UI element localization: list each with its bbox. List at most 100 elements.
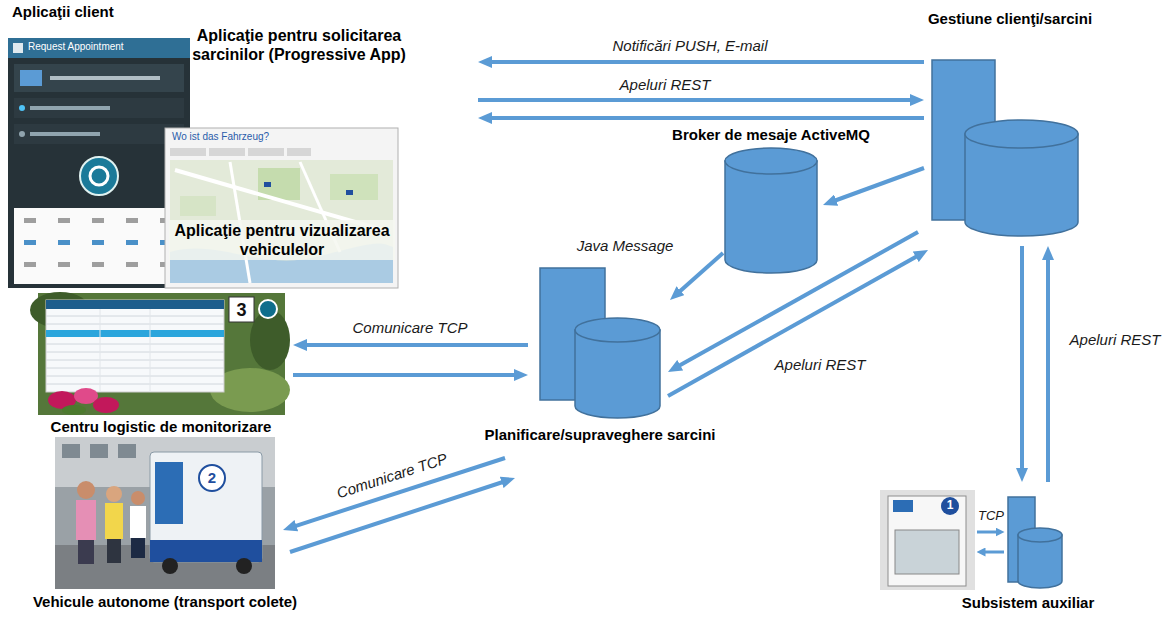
server-icon [575, 330, 660, 418]
phone-screenshot [30, 106, 110, 110]
callout-number: 3 [236, 299, 246, 320]
tcp-arrows [981, 551, 1004, 554]
phone-screenshot [90, 167, 108, 185]
connector-label: Java Message [574, 237, 677, 255]
monitoring-photo [229, 297, 254, 322]
monitoring-photo [46, 368, 224, 369]
phone-screenshot [126, 240, 138, 245]
map-screenshot [209, 148, 245, 156]
vehicle-photo [77, 481, 95, 499]
vehicle-photo [131, 538, 145, 558]
vehicle-photo [106, 486, 122, 502]
node-label: Aplicaţie pentru vizualizarea vehiculelo… [169, 220, 395, 260]
callout-number: 2 [208, 469, 216, 486]
screen-text: Request Appointment [28, 41, 124, 53]
node-label: Planificare/supraveghere sarcini [485, 426, 716, 444]
arrow-connector [486, 60, 924, 64]
arrow-connector [1020, 246, 1024, 474]
map-screenshot [330, 174, 378, 200]
phone-screenshot [126, 218, 138, 223]
monitoring-photo [46, 344, 224, 345]
phone-screenshot [24, 218, 36, 223]
vehicle-photo [107, 539, 121, 563]
server-icon [575, 318, 660, 342]
phone-screenshot [30, 132, 100, 136]
database-cylinder [725, 161, 817, 273]
phone-screenshot [80, 157, 118, 195]
server-icon [965, 120, 1078, 148]
phone-screenshot [8, 38, 190, 58]
connector-label: Apeluri REST [772, 356, 869, 374]
phone-screenshot [14, 124, 184, 144]
screen-text: Wo ist das Fahrzeug? [172, 131, 269, 143]
monitoring-photo [250, 310, 290, 370]
vehicle-photo [76, 500, 96, 540]
vehicle-photo [150, 452, 262, 562]
vehicle-photo [118, 444, 136, 458]
server-icon [1018, 528, 1062, 542]
phone-screenshot [14, 98, 184, 118]
monitoring-photo [46, 376, 224, 377]
vehicle-photo [236, 558, 252, 574]
phone-screenshot [19, 105, 25, 111]
phone-screenshot [13, 43, 23, 53]
node-label: Broker de mesaje ActiveMQ [672, 126, 870, 144]
tcp-arrows [977, 532, 1004, 552]
vehicle-photo [162, 558, 178, 574]
arrow-connector [293, 373, 520, 377]
monitoring-photo [100, 309, 101, 392]
monitoring-photo [46, 360, 224, 361]
node-label: Aplicaţii client [12, 3, 114, 21]
map-screenshot [287, 148, 311, 156]
map-screenshot [346, 190, 353, 195]
phone-screenshot [58, 262, 70, 267]
vehicle-photo [131, 491, 145, 505]
vehicle-photo [55, 437, 275, 589]
monitoring-photo [46, 316, 224, 317]
node-label: Centru logistic de monitorizare [51, 418, 272, 436]
phone-screenshot [58, 240, 70, 245]
server-icon [965, 134, 1078, 236]
subsystem-photo [895, 530, 959, 574]
subsystem-photo [880, 490, 975, 590]
app-screenshot: Aplicaţie pentru solicitarea sarcinilor … [8, 38, 190, 288]
database-cylinder [725, 148, 817, 174]
arrow-connector [668, 254, 921, 396]
phone-screenshot [24, 240, 36, 245]
monitoring-photo [46, 300, 224, 392]
monitoring-photo [46, 384, 224, 385]
monitoring-photo [46, 330, 224, 337]
node-label: Subsistem auxiliar [962, 594, 1095, 612]
subsystem-node: Subsistem auxiliar [878, 490, 1068, 590]
callout-number: 1 [947, 499, 954, 513]
phone-screenshot [8, 38, 190, 288]
vehicle-photo: Vehicule autonome (transport colete) [55, 437, 275, 589]
vehicle-photo [78, 540, 94, 564]
monitoring-photo [150, 309, 151, 392]
vehicle-photo [90, 444, 108, 458]
arrow-connector [676, 253, 723, 295]
database-cylinder [725, 148, 817, 273]
node-label: Vehicule autonome (transport colete) [33, 593, 297, 611]
arrow-connector [301, 343, 528, 347]
map-screenshot [180, 196, 216, 216]
vehicle-photo [199, 465, 225, 491]
monitoring-photo [93, 397, 119, 413]
phone-screenshot [126, 262, 138, 267]
map-screenshot [170, 148, 206, 156]
connector-label: TCP [978, 509, 1004, 524]
monitoring-photo [46, 300, 224, 309]
map-screenshot [165, 128, 398, 288]
connector-label: Apeluri REST [1067, 331, 1164, 349]
arrow-connector [478, 98, 916, 102]
map-screenshot [264, 182, 271, 187]
message-broker: Broker de mesaje ActiveMQ [725, 148, 817, 273]
server-icon [540, 268, 660, 418]
tcp-arrows [977, 531, 1000, 534]
vehicle-photo [105, 503, 123, 539]
phone-screenshot [58, 218, 70, 223]
monitoring-photo [46, 324, 224, 325]
arrow-connector [486, 116, 924, 120]
